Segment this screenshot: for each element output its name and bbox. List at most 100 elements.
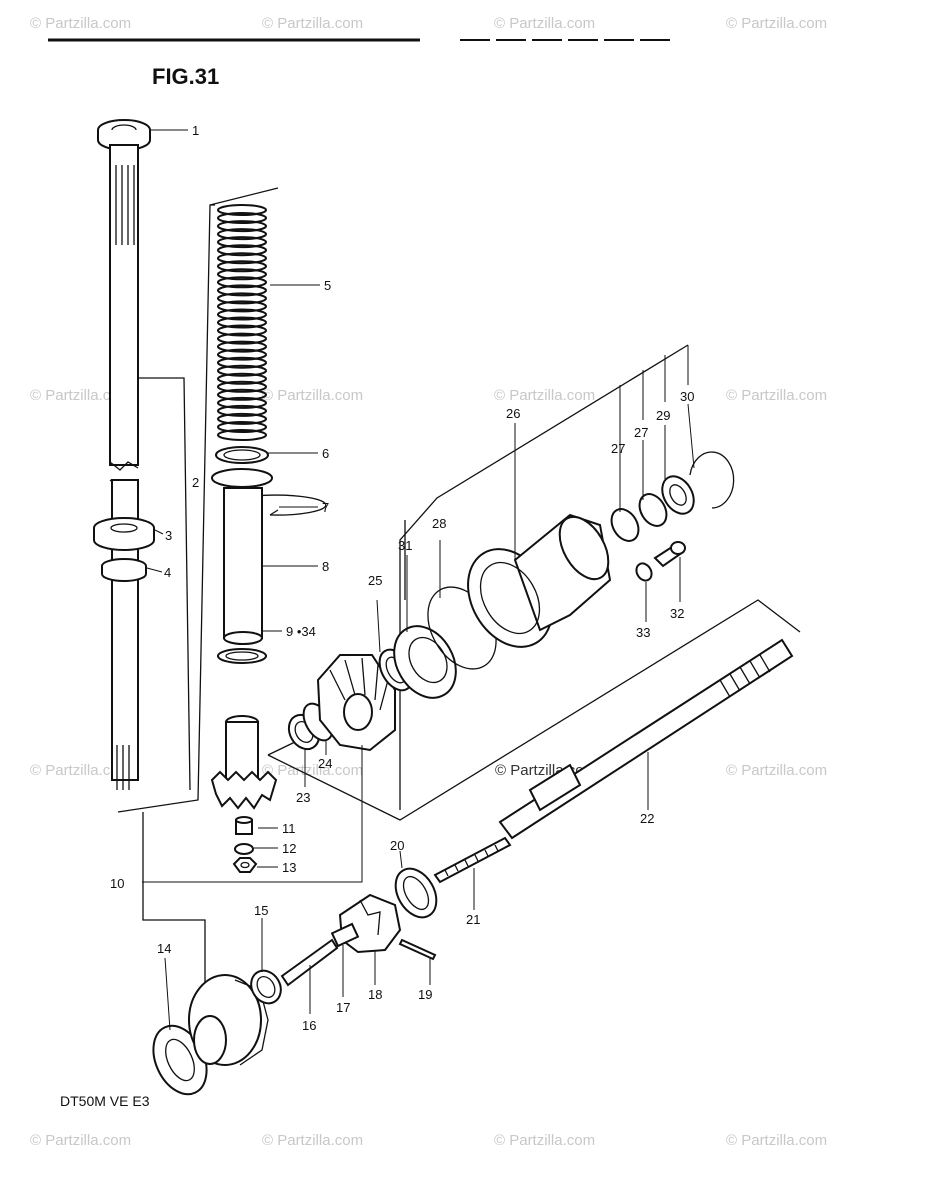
callout-14: 14 <box>157 941 171 956</box>
watermark: © Partzilla.com <box>494 15 595 32</box>
callout-22: 22 <box>640 811 654 826</box>
callout-8: 8 <box>322 559 329 574</box>
callout-25: 25 <box>368 573 382 588</box>
callout-32: 32 <box>670 606 684 621</box>
watermark: © Partzilla.com <box>262 762 363 779</box>
callout-17: 17 <box>336 1000 350 1015</box>
part-pinion-gear <box>210 715 278 810</box>
spring-coil <box>217 292 267 305</box>
spring-coil <box>217 244 267 257</box>
model-code: DT50M VE E3 <box>60 1093 150 1109</box>
callout-21: 21 <box>466 912 480 927</box>
part-spring-rod <box>433 836 512 884</box>
spring-coil <box>217 252 267 265</box>
part-lock-washer <box>234 843 254 855</box>
callout-26: 26 <box>506 406 520 421</box>
callout-3: 3 <box>165 528 172 543</box>
callout-15: 15 <box>254 903 268 918</box>
spring-coil <box>217 204 267 216</box>
spring-coil <box>217 268 267 281</box>
part-washer-small <box>250 969 282 1005</box>
part-shim <box>217 648 267 664</box>
part-bearing <box>93 517 155 551</box>
spring-coil <box>217 340 267 353</box>
callout-19: 19 <box>418 987 432 1002</box>
spring-coil <box>217 324 267 337</box>
watermark: © Partzilla.com <box>726 15 827 32</box>
spring-coil <box>217 276 267 289</box>
callout-5: 5 <box>324 278 331 293</box>
spring-coil <box>217 308 267 321</box>
part-push-rod <box>280 938 339 987</box>
spring-coil <box>217 236 267 249</box>
part-sleeve <box>211 468 273 645</box>
callout-18: 18 <box>368 987 382 1002</box>
watermark: © Partzilla.com <box>262 387 363 404</box>
part-spacer <box>235 816 253 835</box>
callout-30: 30 <box>680 389 694 404</box>
callout-28: 28 <box>432 516 446 531</box>
spring-coil <box>217 380 267 393</box>
watermark: © Partzilla.com <box>262 15 363 32</box>
part-nut <box>232 857 258 873</box>
part-washer-33 <box>635 562 653 582</box>
callout-10: 10 <box>110 876 124 891</box>
watermark: © Partzilla.com <box>494 387 595 404</box>
spring-coil <box>217 404 267 417</box>
callout-7: 7 <box>322 500 329 515</box>
callout-33: 33 <box>636 625 650 640</box>
callout-12: 12 <box>282 841 296 856</box>
callout-6: 6 <box>322 446 329 461</box>
callout-2: 2 <box>192 475 199 490</box>
part-propeller-shaft <box>498 638 794 840</box>
part-reverse-gear <box>316 654 396 752</box>
callout-27a: 27 <box>611 441 625 456</box>
watermark-layer: © Partzilla.com © Partzilla.com © Partzi… <box>30 15 827 1149</box>
part-spring <box>217 204 267 441</box>
spring-coil <box>217 412 267 425</box>
watermark: © Partzilla.com <box>30 15 131 32</box>
spring-coil <box>217 421 267 433</box>
part-oil-seal-housing <box>661 475 695 515</box>
watermark: © Partzilla.com <box>726 387 827 404</box>
figure-title: FIG.31 <box>152 64 219 89</box>
spring-coil <box>217 228 267 241</box>
spring-coil <box>217 356 267 369</box>
watermark: © Partzilla.com <box>30 762 131 779</box>
spring-coil <box>217 220 267 233</box>
part-needle-bearing <box>638 493 668 527</box>
watermark: © Partzilla.com <box>726 1132 827 1149</box>
part-snap-ring <box>689 451 735 509</box>
part-clutch-dog <box>330 893 402 954</box>
callout-23: 23 <box>296 790 310 805</box>
spring-coil <box>217 388 267 401</box>
watermark: © Partzilla.com <box>262 1132 363 1149</box>
part-pin <box>398 938 437 961</box>
spring-coil <box>217 396 267 409</box>
callout-1: 1 <box>192 123 199 138</box>
watermark: © Partzilla.com <box>30 387 131 404</box>
callout-16: 16 <box>302 1018 316 1033</box>
callout-24: 24 <box>318 756 332 771</box>
watermark: © Partzilla.com <box>30 1132 131 1149</box>
callout-labels: 1 2 3 4 5 6 7 8 9 •34 10 11 12 13 14 15 … <box>110 123 694 1033</box>
watermark: © Partzilla.com <box>726 762 827 779</box>
spring-coil <box>217 372 267 385</box>
leader-lines <box>142 129 695 1031</box>
spring-coil <box>217 316 267 329</box>
spring-coil <box>217 212 267 224</box>
part-washer <box>215 446 269 464</box>
part-needle-bearing <box>610 508 640 542</box>
part-bolt <box>653 541 686 568</box>
callout-9-34: 9 •34 <box>286 624 316 639</box>
part-forward-gear <box>188 974 269 1066</box>
spring-coil <box>217 429 267 441</box>
part-drive-shaft <box>109 144 139 790</box>
callout-4: 4 <box>164 565 171 580</box>
callout-27b: 27 <box>634 425 648 440</box>
part-ring <box>394 867 438 919</box>
callout-31: 31 <box>398 538 412 553</box>
part-collar <box>101 558 147 582</box>
callout-29: 29 <box>656 408 670 423</box>
